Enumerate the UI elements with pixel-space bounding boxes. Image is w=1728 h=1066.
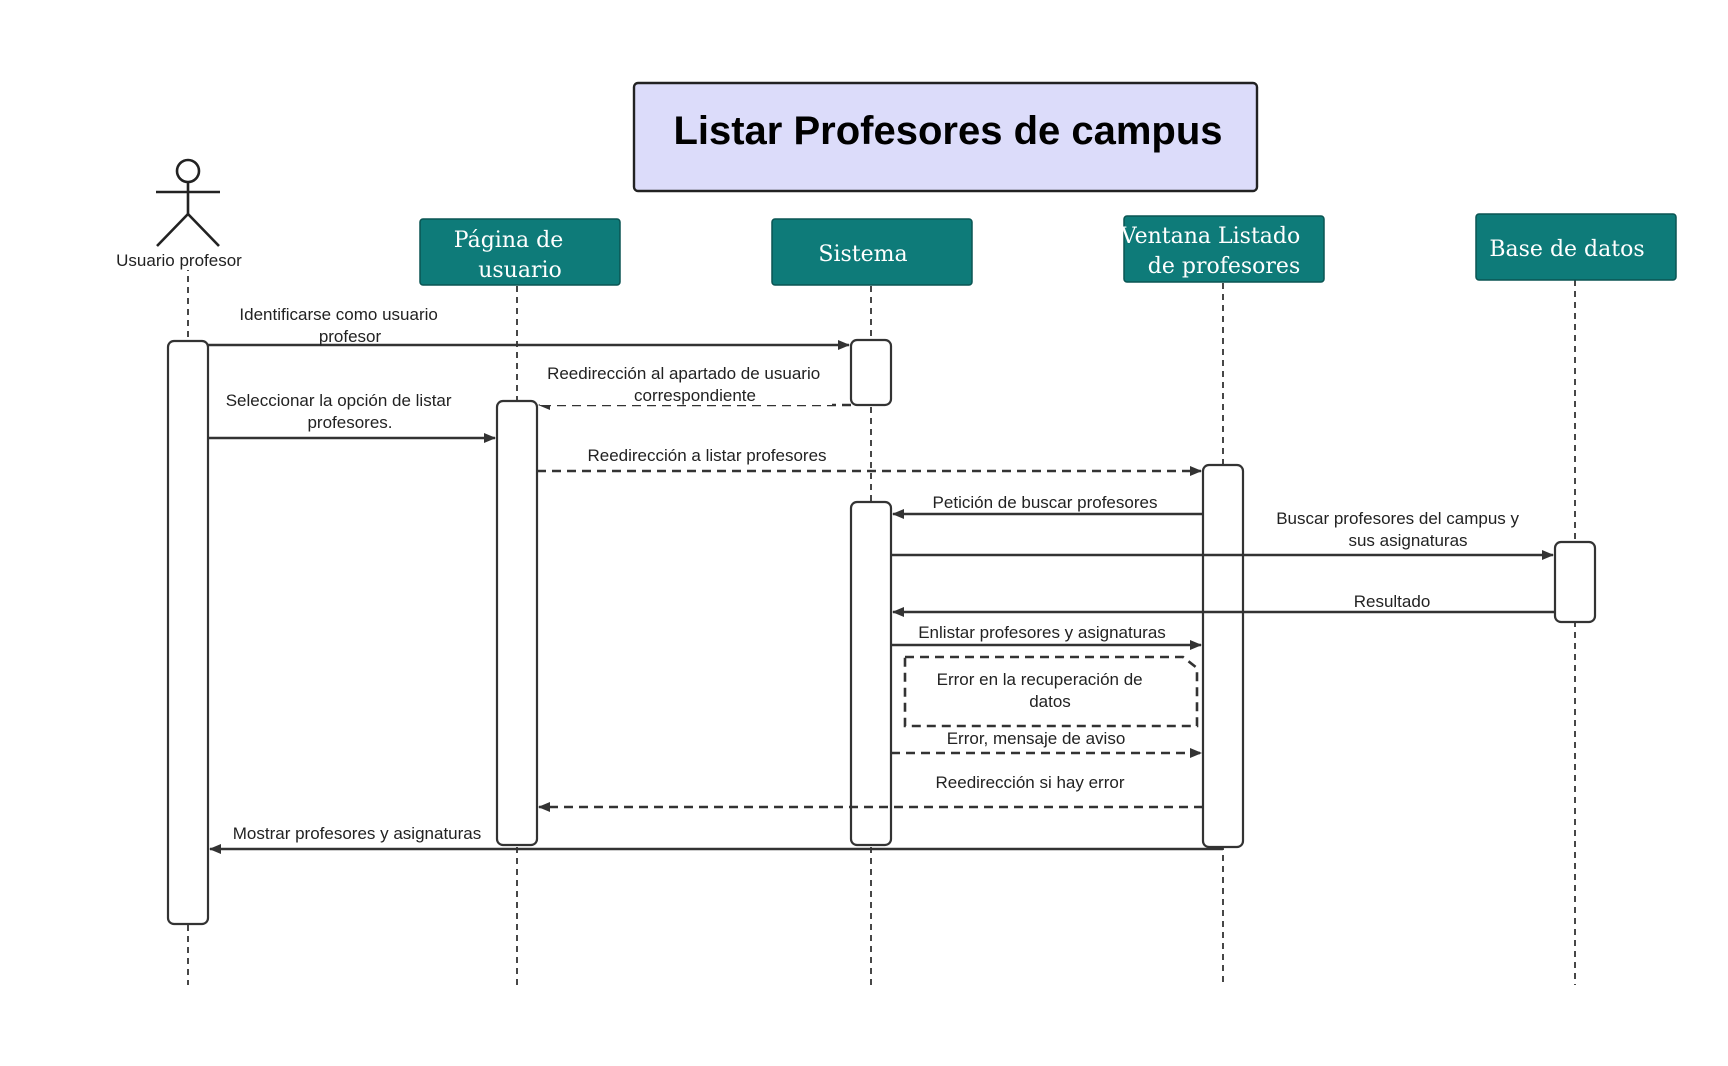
message-mostrar-profesores-label: Mostrar profesores y asignaturas <box>233 824 482 843</box>
message-identificarse: Identificarse como usuario profesor <box>208 305 850 350</box>
message-seleccionar-opcion-line2: profesores. <box>307 413 392 432</box>
message-seleccionar-opcion-line1: Seleccionar la opción de listar <box>226 391 452 410</box>
participant-ventana-box <box>1123 215 1325 283</box>
message-error-aviso-label: Error, mensaje de aviso <box>947 729 1126 748</box>
participant-ventana: Ventana Listado de profesores <box>1120 215 1325 283</box>
note-error-recuperacion-frame <box>903 655 1199 728</box>
message-peticion-buscar: Petición de buscar profesores <box>892 493 1203 519</box>
participant-ventana-line1: Ventana Listado <box>1120 224 1301 249</box>
note-error-recuperacion-label: Error en la recuperación de datos <box>937 670 1148 711</box>
message-reedireccion-apartado-label-bg <box>540 363 832 405</box>
message-enlistar: Enlistar profesores y asignaturas <box>891 623 1202 650</box>
note-error-recuperacion-line1: Error en la recuperación de <box>937 670 1143 689</box>
note-error-recuperacion-line2: datos <box>1029 692 1071 711</box>
message-buscar-profesores-line2: sus asignaturas <box>1348 531 1467 550</box>
message-identificarse-line1: Identificarse como usuario <box>239 305 437 324</box>
message-reedireccion-apartado-line2: correspondiente <box>634 386 756 405</box>
title-box: Listar Profesores de campus <box>632 81 1259 193</box>
activation-pagina <box>495 399 539 847</box>
actor-usuario-profesor: Usuario profesor <box>108 158 268 270</box>
participant-sistema-label: Sistema <box>818 242 907 267</box>
participant-sistema: Sistema <box>771 218 973 286</box>
note-error-recuperacion: Error en la recuperación de datos <box>903 655 1199 728</box>
actor-icon <box>156 158 220 247</box>
participant-bd: Base de datos <box>1475 213 1677 281</box>
participant-bd-label: Base de datos <box>1489 237 1644 262</box>
message-reedireccion-apartado-line1: Reedirección al apartado de usuario <box>547 364 820 383</box>
activation-sistema-1 <box>849 338 893 407</box>
participant-pagina-box <box>419 218 621 286</box>
message-error-aviso: Error, mensaje de aviso <box>891 729 1202 758</box>
diagram-title: Listar Profesores de campus <box>673 109 1222 153</box>
participant-sistema-box <box>771 218 973 286</box>
message-reedireccion-apartado-label: Reedirección al apartado de usuario corr… <box>547 364 825 405</box>
message-reedireccion-listar-label: Reedirección a listar profesores <box>587 446 826 465</box>
message-buscar-profesores-line1: Buscar profesores del campus y <box>1276 509 1519 528</box>
message-reedireccion-error: Reedirección si hay error <box>538 773 1203 812</box>
message-seleccionar-opcion: Seleccionar la opción de listar profesor… <box>208 391 496 443</box>
message-seleccionar-opcion-label: Seleccionar la opción de listar profesor… <box>226 391 457 432</box>
message-buscar-profesores: Buscar profesores del campus y sus asign… <box>891 509 1554 560</box>
message-identificarse-line2: profesor <box>319 327 382 346</box>
participant-pagina-label: Página de usuario <box>454 228 570 283</box>
message-buscar-profesores-label: Buscar profesores del campus y sus asign… <box>1276 509 1524 550</box>
message-reedireccion-apartado: Reedirección al apartado de usuario corr… <box>538 363 851 410</box>
message-resultado-label: Resultado <box>1354 592 1431 611</box>
message-identificarse-label: Identificarse como usuario profesor <box>239 305 442 346</box>
participant-pagina: Página de usuario <box>419 218 621 286</box>
message-reedireccion-error-label: Reedirección si hay error <box>936 773 1125 792</box>
participant-ventana-line2: de profesores <box>1148 254 1300 279</box>
participant-bd-box <box>1475 213 1677 281</box>
message-reedireccion-listar: Reedirección a listar profesores <box>537 446 1202 476</box>
participant-pagina-line1: Página de <box>454 228 563 253</box>
message-peticion-buscar-label: Petición de buscar profesores <box>933 493 1158 512</box>
activation-ventana <box>1201 463 1245 849</box>
actor-label: Usuario profesor <box>116 251 242 270</box>
activation-bd <box>1553 540 1597 624</box>
message-enlistar-label: Enlistar profesores y asignaturas <box>918 623 1166 642</box>
title-box-frame <box>632 81 1259 193</box>
message-resultado: Resultado <box>892 592 1555 617</box>
participant-pagina-line2: usuario <box>478 258 562 283</box>
actor-label-bg <box>108 248 268 270</box>
participant-ventana-label: Ventana Listado de profesores <box>1120 224 1308 279</box>
message-mostrar-profesores: Mostrar profesores y asignaturas <box>209 824 1223 854</box>
activation-usuario <box>166 339 210 926</box>
activation-sistema-2 <box>849 500 893 847</box>
